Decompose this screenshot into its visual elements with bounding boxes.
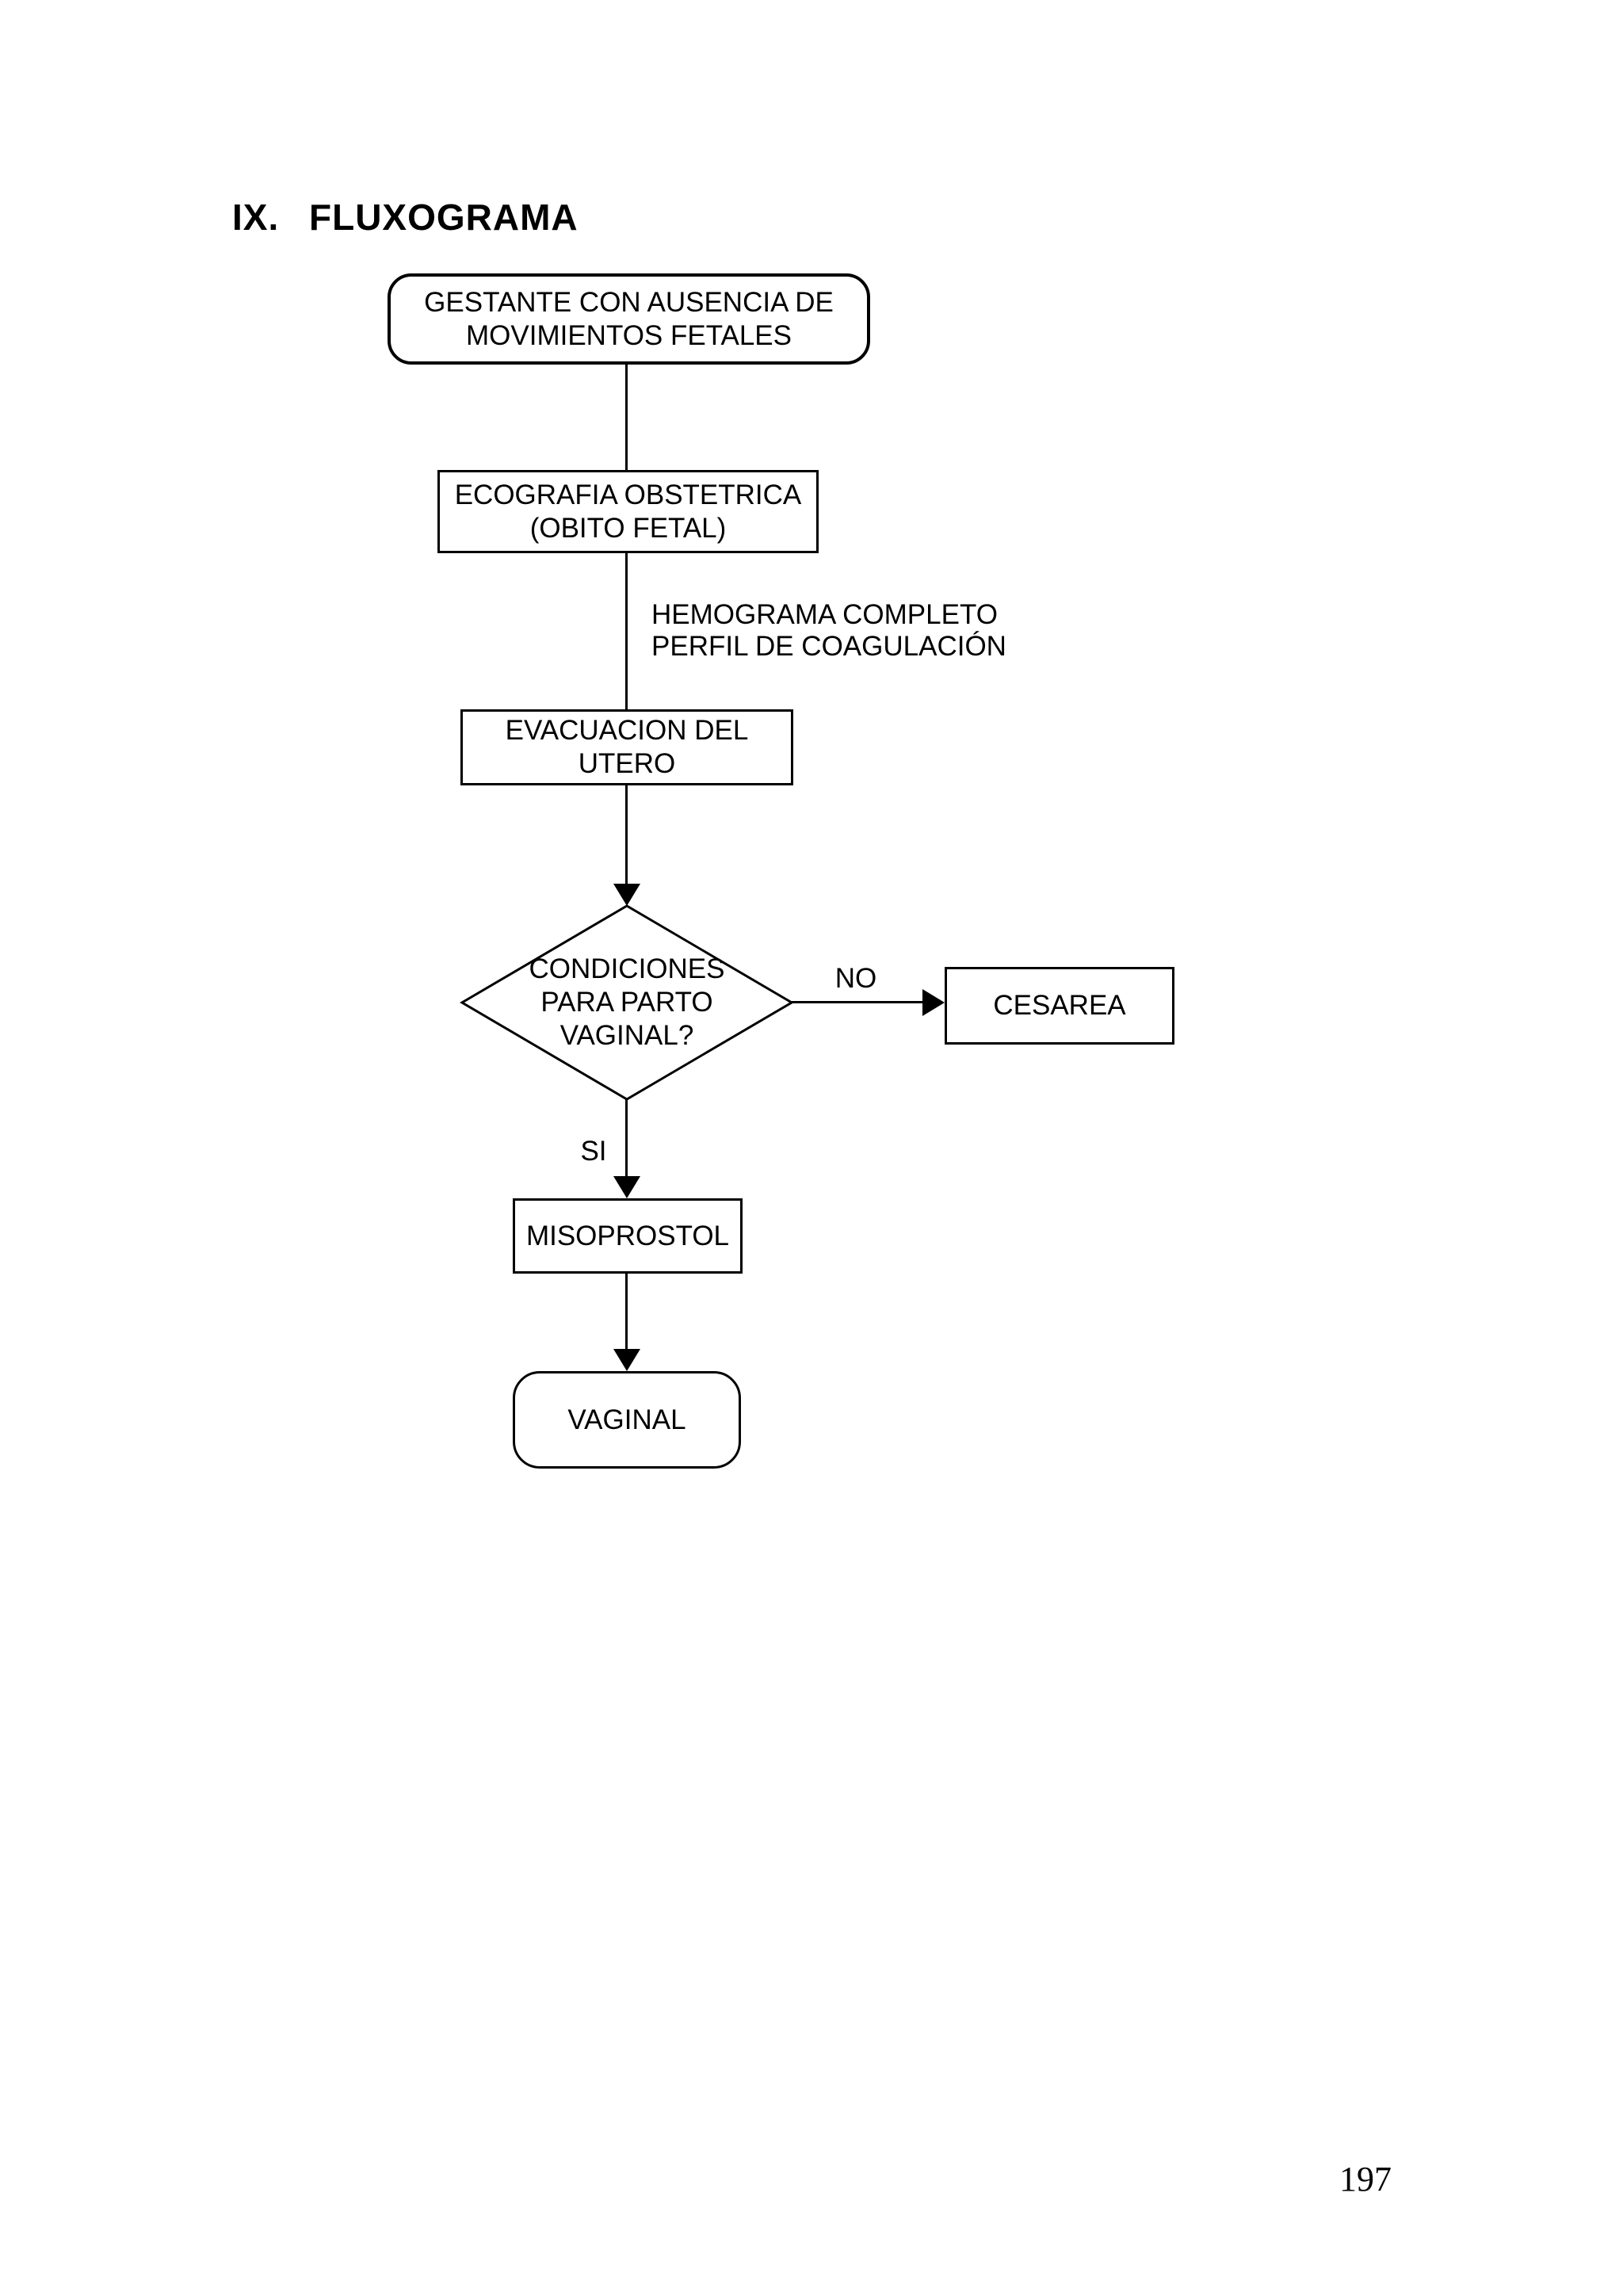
node-misoprostol-process: MISOPROSTOL bbox=[513, 1198, 743, 1274]
arrowhead-down-icon bbox=[613, 1176, 640, 1198]
page-number: 197 bbox=[1339, 2160, 1392, 2199]
node-evacuacion-label: EVACUACION DEL UTERO bbox=[505, 715, 749, 779]
node-vaginal-terminator: VAGINAL bbox=[513, 1371, 741, 1469]
node-decision-label-line2: PARA PARTO bbox=[540, 987, 713, 1018]
page-title: FLUXOGRAMA bbox=[309, 197, 579, 238]
node-start-terminator: GESTANTE CON AUSENCIA DE MOVIMIENTOS FET… bbox=[388, 273, 870, 365]
arrowhead-down-icon bbox=[613, 1349, 640, 1371]
arrowhead-down-icon bbox=[613, 884, 640, 906]
connector-ecografia-to-evacuacion bbox=[625, 552, 628, 711]
node-evacuacion-process: EVACUACION DEL UTERO bbox=[460, 709, 793, 785]
labs-annotation-line2: PERFIL DE COAGULACIÓN bbox=[651, 631, 1006, 662]
connector-evacuacion-to-decision bbox=[625, 784, 628, 885]
node-ecografia-label-line1: ECOGRAFIA OBSTETRICA bbox=[454, 479, 802, 510]
node-decision-label: CONDICIONES PARA PARTO VAGINAL? bbox=[462, 953, 792, 1052]
node-ecografia-process: ECOGRAFIA OBSTETRICA (OBITO FETAL) bbox=[437, 470, 819, 553]
node-vaginal-label: VAGINAL bbox=[567, 1404, 686, 1435]
node-ecografia-label-line2: (OBITO FETAL) bbox=[529, 512, 727, 544]
node-misoprostol-label: MISOPROSTOL bbox=[525, 1220, 730, 1251]
connector-decision-to-misoprostol bbox=[625, 1098, 628, 1178]
labs-annotation-line1: HEMOGRAMA COMPLETO bbox=[651, 599, 998, 630]
connector-start-to-ecografia bbox=[625, 363, 628, 472]
edge-label-si: SI bbox=[580, 1136, 607, 1167]
node-cesarea-process: CESAREA bbox=[945, 967, 1174, 1045]
arrowhead-right-icon bbox=[922, 989, 945, 1016]
labs-annotation: HEMOGRAMA COMPLETO PERFIL DE COAGULACIÓN bbox=[651, 599, 1006, 663]
node-cesarea-label: CESAREA bbox=[993, 990, 1126, 1021]
decision-diamond-shape bbox=[460, 904, 794, 1101]
connector-decision-to-cesarea bbox=[792, 1001, 924, 1003]
node-decision-label-line3: VAGINAL? bbox=[559, 1020, 694, 1051]
edge-label-no: NO bbox=[834, 963, 877, 994]
node-decision-label-line1: CONDICIONES bbox=[529, 953, 725, 984]
connector-misoprostol-to-vaginal bbox=[625, 1272, 628, 1350]
node-start-label-line2: MOVIMIENTOS FETALES bbox=[466, 319, 792, 351]
section-number: IX. bbox=[232, 197, 280, 238]
node-start-label-line1: GESTANTE CON AUSENCIA DE bbox=[424, 286, 834, 318]
decision-diamond-outline bbox=[460, 904, 794, 1101]
